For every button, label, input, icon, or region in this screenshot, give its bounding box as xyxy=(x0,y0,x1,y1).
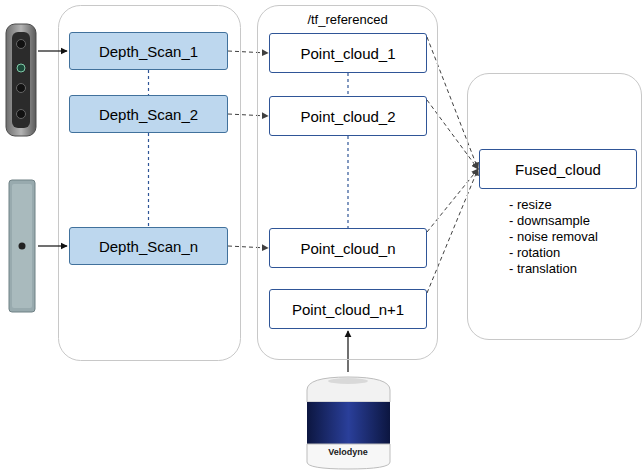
lidar-sensor xyxy=(307,377,390,469)
point-cloud-box: Point_cloud_n xyxy=(269,228,427,268)
link-line xyxy=(347,73,348,96)
fused-cloud-box: Fused_cloud xyxy=(479,149,637,189)
flow-arrow xyxy=(228,246,268,248)
depth-scan-box: Depth_Scan_1 xyxy=(69,32,228,70)
point-cloud-box: Point_cloud_n+1 xyxy=(269,289,427,329)
flow-arrow xyxy=(427,37,478,169)
group-panel: - resize- downsample- noise removal- rot… xyxy=(467,73,642,340)
panel-text: - resize xyxy=(509,197,552,213)
input-arrow xyxy=(38,50,67,51)
point-cloud-box: Point_cloud_1 xyxy=(269,33,427,73)
group-panel: /tf_referencedPoint_cloud_1Point_cloud_2… xyxy=(257,5,438,360)
panel-text: - noise removal xyxy=(509,229,598,245)
panel-text: - translation xyxy=(509,261,577,277)
point-cloud-box: Point_cloud_2 xyxy=(269,96,427,136)
depth-scan-box: Depth_Scan_n xyxy=(69,227,228,265)
flow-arrow xyxy=(228,114,268,116)
brand-label: Velodyne xyxy=(328,447,368,457)
link-line xyxy=(148,70,149,95)
box-label: Point_cloud_1 xyxy=(300,45,395,62)
box-label: Depth_Scan_n xyxy=(99,238,198,255)
box-label: Point_cloud_n xyxy=(300,240,395,257)
depth-camera xyxy=(6,24,36,136)
flow-arrow xyxy=(427,169,478,232)
input-arrow xyxy=(347,331,348,372)
link-line xyxy=(148,133,149,227)
depth-sensor xyxy=(9,180,35,312)
panel-text: - rotation xyxy=(509,245,560,261)
panel-text: - downsample xyxy=(509,213,590,229)
flow-arrow xyxy=(427,100,478,169)
box-label: Point_cloud_2 xyxy=(300,108,395,125)
depth-scan-box: Depth_Scan_2 xyxy=(69,95,228,133)
box-label: Point_cloud_n+1 xyxy=(292,301,404,318)
panel-text: /tf_referenced xyxy=(258,12,437,28)
box-label: Fused_cloud xyxy=(515,161,601,178)
box-label: Depth_Scan_1 xyxy=(99,43,198,60)
flow-arrow xyxy=(228,51,268,53)
group-panel xyxy=(59,6,241,361)
link-line xyxy=(347,136,348,228)
flow-arrow xyxy=(427,169,478,293)
input-arrow xyxy=(38,245,67,246)
box-label: Depth_Scan_2 xyxy=(99,106,198,123)
